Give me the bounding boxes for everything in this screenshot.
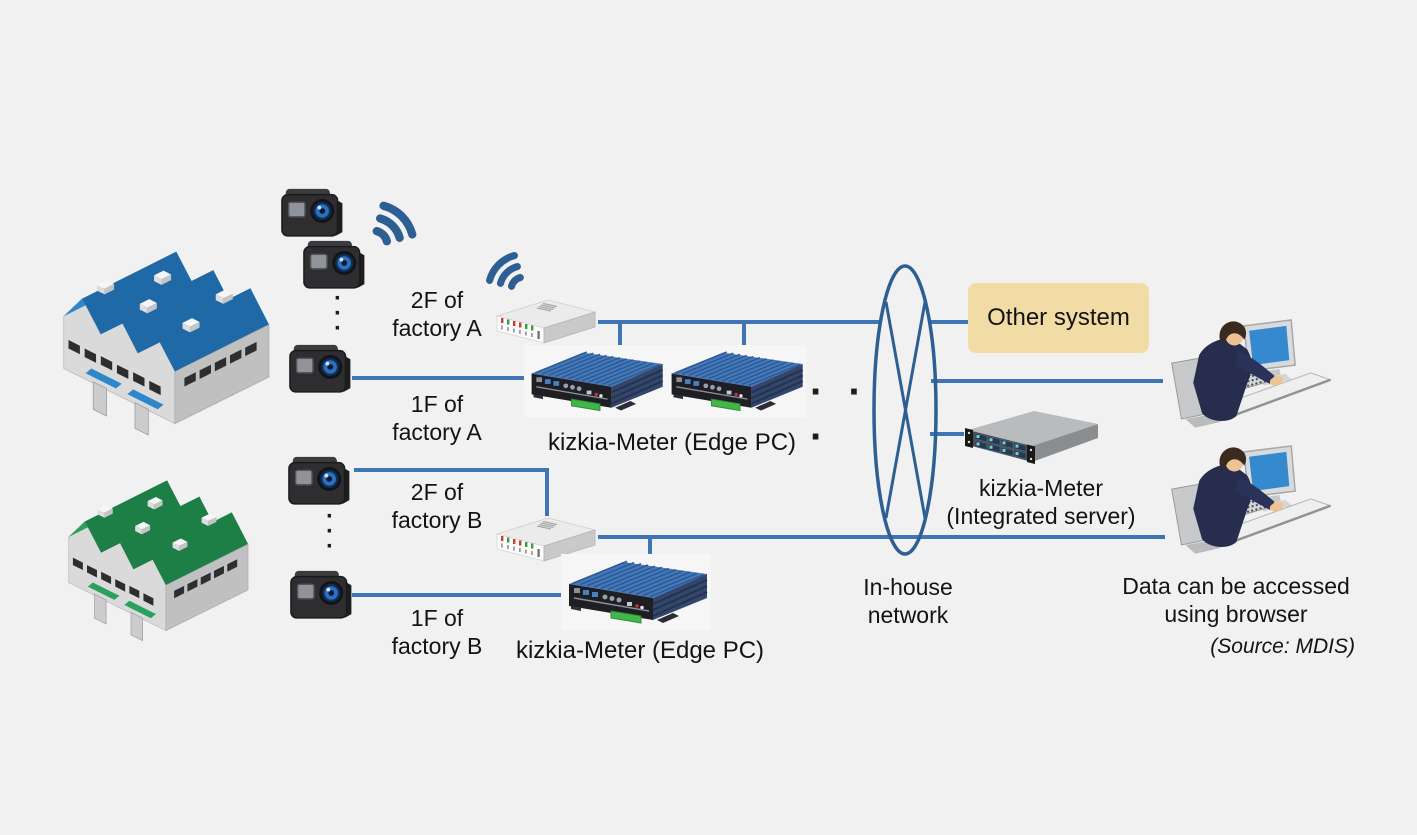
label-browser-access: Data can be accessed using browser [1122,573,1350,627]
label-integrated-server: kizkia-Meter (Integrated server) [946,475,1136,529]
network-connection-lines [352,320,1165,597]
factory-a-illustration [63,251,270,436]
label-factory-b-1f: 1F of factory B [391,605,483,659]
vertical-ellipsis: · · · [334,285,342,342]
label-edge-pc-b: kizkia-Meter (Edge PC) [515,637,765,664]
rack-server-illustration [964,410,1099,465]
label-in-house-network: In-house network [863,574,953,628]
camera-icon [289,344,352,393]
line-camera-b2f-to-switch-b [354,468,549,516]
network-ellipse [872,264,938,556]
edge-pc-illustration [560,553,712,631]
label-source: (Source: MDIS) [1210,635,1355,658]
camera-icon [303,240,366,289]
wifi-icon [377,206,413,242]
person-at-computer-illustration [1170,318,1332,430]
edge-pc-illustration [523,344,668,419]
camera-icon [281,188,344,237]
label-factory-a-2f: 2F of factory A [392,287,482,341]
horizontal-ellipsis: · · · [810,370,869,459]
label-edge-pc-a: kizkia-Meter (Edge PC) [547,429,797,456]
other-system-label: Other system [987,304,1130,331]
label-factory-a-1f: 1F of factory A [392,391,482,445]
camera-icon [288,456,351,505]
edge-pc-illustration [663,344,808,419]
factory-b-illustration [68,480,249,642]
person-at-computer-illustration [1170,444,1332,556]
camera-icon [290,570,353,619]
other-system-box: Other system [968,283,1149,353]
vertical-ellipsis: · · · [326,503,334,560]
label-factory-b-2f: 2F of factory B [391,479,483,533]
wifi-icon [490,256,521,287]
